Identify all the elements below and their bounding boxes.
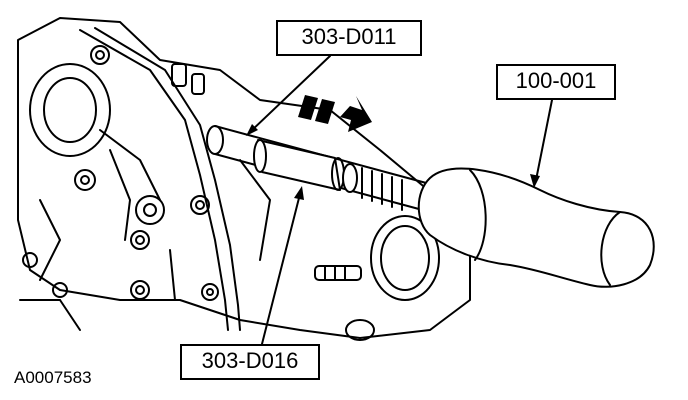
remover-sleeve-303-d011 (253, 139, 345, 191)
handle-grip-line (469, 169, 487, 261)
case-ribs (19, 129, 271, 331)
figure-id: A0007583 (14, 368, 92, 387)
callout-303-d016: 303-D016 (180, 344, 320, 380)
leader-100-001 (535, 99, 553, 181)
right-bore (370, 215, 440, 301)
lower-boss (345, 319, 375, 341)
bolt-bosses (22, 45, 219, 301)
left-bore (29, 63, 111, 157)
top-pins (171, 63, 205, 95)
adapter-303-d016 (342, 163, 403, 211)
leader-303-d011-arrow (246, 124, 258, 136)
slide-hammer-handle (417, 167, 655, 288)
housing-outline (17, 17, 471, 339)
gasket-strip-inner (94, 27, 241, 331)
callout-303-d011: 303-D011 (276, 20, 422, 56)
callout-100-001: 100-001 (496, 64, 616, 100)
stud (314, 265, 362, 281)
leader-303-d016 (261, 193, 301, 345)
leader-303-d016-arrow (294, 186, 304, 200)
gasket-strip (79, 29, 229, 331)
leader-303-d011 (249, 55, 331, 133)
leader-100-001-arrow (530, 174, 540, 188)
handle-end-face (600, 211, 621, 286)
pull-direction-arrows (298, 95, 372, 132)
